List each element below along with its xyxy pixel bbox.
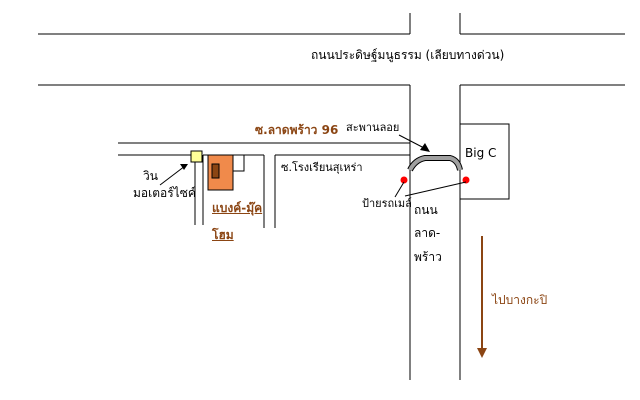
big-c-label: Big C [465, 146, 497, 160]
soi-label: ซ.ลาดพร้าว 96 [255, 123, 339, 137]
main-road [38, 33, 625, 86]
side-lanes [194, 155, 276, 228]
school-lane-label: ซ.โรงเรียนสุเหร่า [281, 161, 363, 174]
main-road-label: ถนนประดิษฐ์มนูธรรม (เลียบทางด่วน) [311, 48, 505, 62]
lat-road-label-line1: ถนน [414, 203, 438, 217]
home-building [207, 154, 245, 191]
bus-stop-icon [394, 176, 470, 198]
lat-road-label-line3: พร้าว [414, 250, 442, 264]
overpass-label: สะพานลอย [346, 121, 400, 134]
home-label-line2: โฮม [212, 228, 234, 242]
big-c-building [459, 123, 510, 200]
soi-lat-phrao-96 [118, 142, 410, 156]
home-label-line1: แบงค์-มุ๊ค [212, 201, 263, 215]
lat-road-label-line2: ลาด- [414, 226, 441, 240]
direction-label: ไปบางกะปิ [492, 293, 548, 307]
motorbike-stand [190, 150, 203, 163]
overpass [407, 155, 463, 172]
motorbike-label-line1: วิน [143, 169, 158, 183]
lat-phrao-road [409, 13, 461, 380]
bus-stop-label: ป้ายรถเมล์ [362, 197, 412, 210]
motorbike-label-line2: มอเตอร์ไซค์ [133, 186, 196, 200]
direction-arrow-icon [477, 236, 487, 358]
motorbike-arrow-icon [159, 164, 188, 186]
overpass-arrow-icon [398, 134, 430, 152]
